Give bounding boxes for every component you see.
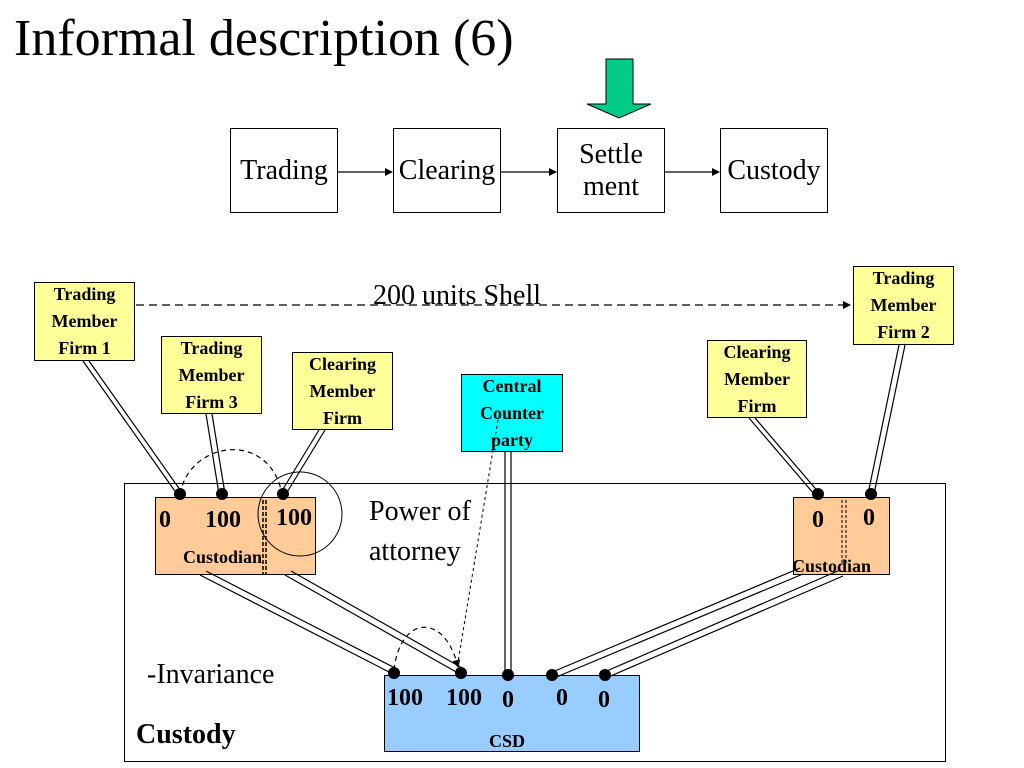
custodian-dashed-arc [179,449,283,495]
custodian-right-value-1: 0 [812,507,824,533]
custodian-left-value-2: 100 [205,507,241,533]
invariance-label: -Invariance [147,659,275,690]
csd-value-4: 0 [556,685,568,711]
custodian-right-label: Custodian [792,556,872,576]
process-trading-label: Trading [240,154,328,186]
transfer-label: 200 units Shell [373,280,542,311]
custodian-right-value-2: 0 [863,505,875,531]
csd-label: CSD [489,731,526,751]
csd-dashed-arc [393,626,461,671]
custodian-csd-links [199,567,844,679]
process-custody: Custody [720,128,828,213]
power-of-attorney-label: Power of attorney [369,496,471,567]
page-title: Informal description (6) [14,10,514,67]
custodian-left [155,497,316,575]
custodian-left-value-1: 0 [159,507,171,533]
central-counterparty: Central Counter party [461,374,563,452]
power-highlight-circle [257,471,343,557]
trading-member-firm-1: Trading Member Firm 1 [34,282,135,361]
trading-member-firm-2: Trading Member Firm 2 [853,266,954,345]
process-settlement: Settle ment [557,128,665,213]
csd-value-1: 100 [387,685,423,711]
trading-member-firm-3: Trading Member Firm 3 [161,336,262,414]
csd-box [384,675,640,752]
csd-value-2: 100 [446,685,482,711]
clearing-member-firm-left: Clearing Member Firm [292,352,393,430]
process-clearing: Clearing [393,128,501,213]
firm-custodian-links [82,344,906,675]
process-clearing-label: Clearing [398,154,496,186]
connection-dots [174,488,877,681]
process-settlement-label: Settle ment [579,138,643,202]
custodian-left-value-3: 100 [276,505,312,531]
ccp-dotted-link [455,419,499,675]
custodian-left-label: Custodian [183,547,263,567]
csd-value-5: 0 [598,687,610,713]
custody-label: Custody [136,719,236,750]
process-trading: Trading [230,128,338,213]
settlement-pointer-arrow [586,58,652,119]
process-custody-label: Custody [727,154,821,186]
clearing-member-firm-right: Clearing Member Firm [707,340,807,418]
csd-value-3: 0 [502,687,514,713]
custody-frame [124,483,946,762]
